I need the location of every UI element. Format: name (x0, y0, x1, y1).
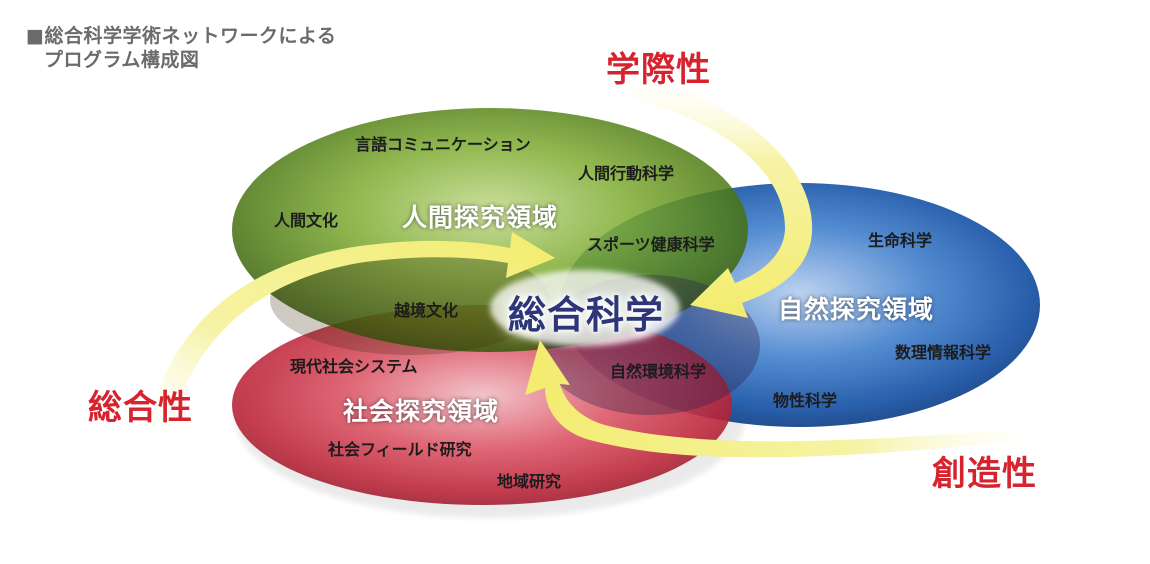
program-mathematical-information-science: 数理情報科学 (895, 343, 992, 362)
diagram-title: ■総合科学学術ネットワークによる プログラム構成図 (26, 24, 336, 72)
program-natural-environment-science: 自然環境科学 (610, 362, 707, 381)
human-domain-name: 人間探究領域 (402, 203, 559, 232)
program-human-culture: 人間文化 (274, 211, 339, 230)
interdisciplinary-label: 学際性 (606, 50, 711, 90)
program-transborder-culture: 越境文化 (394, 301, 459, 320)
program-modern-social-systems: 現代社会システム (290, 357, 418, 376)
program-social-field-research: 社会フィールド研究 (328, 440, 472, 459)
program-language-communication: 言語コミュニケーション (355, 135, 531, 154)
program-material-science: 物性科学 (773, 391, 838, 410)
creative-label: 創造性 (932, 454, 1037, 494)
integrated-science-center: 総合科学 (508, 293, 665, 337)
title-line-1: ■総合科学学術ネットワークによる (26, 25, 337, 47)
society-domain-ellipse (232, 305, 732, 505)
program-human-behavior-science: 人間行動科学 (578, 164, 675, 183)
program-life-science: 生命科学 (868, 231, 933, 250)
integrative-label: 総合性 (88, 388, 193, 428)
society-domain-name: 社会探究領域 (343, 397, 500, 426)
program-regional-studies: 地域研究 (497, 472, 562, 491)
integrative-arrow (150, 232, 555, 445)
nature-domain-name: 自然探究領域 (778, 295, 935, 324)
title-line-2: プログラム構成図 (44, 49, 200, 71)
interdisciplinary-arrow (630, 75, 813, 318)
program-sports-health-science: スポーツ健康科学 (587, 235, 715, 254)
